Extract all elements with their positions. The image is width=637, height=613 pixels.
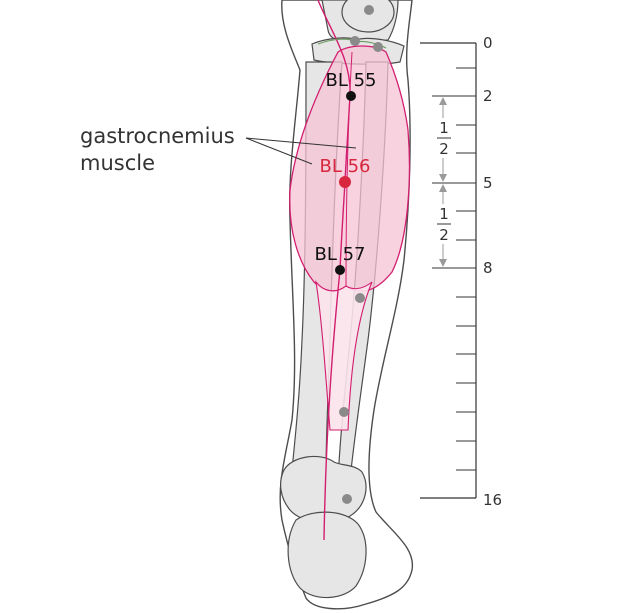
landmark-dot <box>342 494 352 504</box>
leader-line <box>245 137 357 149</box>
arrowhead <box>439 174 447 182</box>
point-bl55[interactable]: BL 55 <box>325 70 377 101</box>
landmark-dot <box>339 407 349 417</box>
point-bl57[interactable]: BL 57 <box>314 244 366 275</box>
point-bl57-dot <box>335 265 345 275</box>
scale-label-16: 16 <box>483 491 502 509</box>
scale-label-0: 0 <box>483 34 493 52</box>
patella-bone <box>341 0 395 33</box>
arrowhead <box>439 184 447 192</box>
leader-line <box>245 137 313 165</box>
scale-label-8: 8 <box>483 259 493 277</box>
point-bl56[interactable]: BL 56 <box>319 156 371 188</box>
fraction-lower-denominator: 2 <box>439 226 449 244</box>
calcaneus-bone <box>287 511 367 599</box>
arrowhead <box>439 97 447 105</box>
scale-label-5: 5 <box>483 174 493 192</box>
arrowhead <box>439 259 447 267</box>
point-bl57-label: BL 57 <box>314 244 365 265</box>
landmark-dot <box>373 42 383 52</box>
landmark-dot <box>355 293 365 303</box>
point-bl55-label: BL 55 <box>325 70 376 91</box>
muscle-label-line2: muscle <box>80 151 155 175</box>
fraction-upper-numerator: 1 <box>439 119 449 137</box>
point-bl56-dot <box>339 176 351 188</box>
point-bl56-label: BL 56 <box>319 156 370 177</box>
fraction-upper-denominator: 2 <box>439 140 449 158</box>
ankle-bone <box>280 455 367 523</box>
bladder-meridian-line <box>317 0 351 541</box>
muscle-midline <box>345 51 353 287</box>
landmark-dot <box>364 5 374 15</box>
landmark-dot <box>350 36 360 46</box>
point-bl55-dot <box>346 91 356 101</box>
proportional-scale: 0 2 5 8 16 1 2 1 2 <box>420 34 502 509</box>
fraction-lower-numerator: 1 <box>439 205 449 223</box>
muscle-label-line1: gastrocnemius <box>80 124 235 148</box>
scale-label-2: 2 <box>483 87 493 105</box>
